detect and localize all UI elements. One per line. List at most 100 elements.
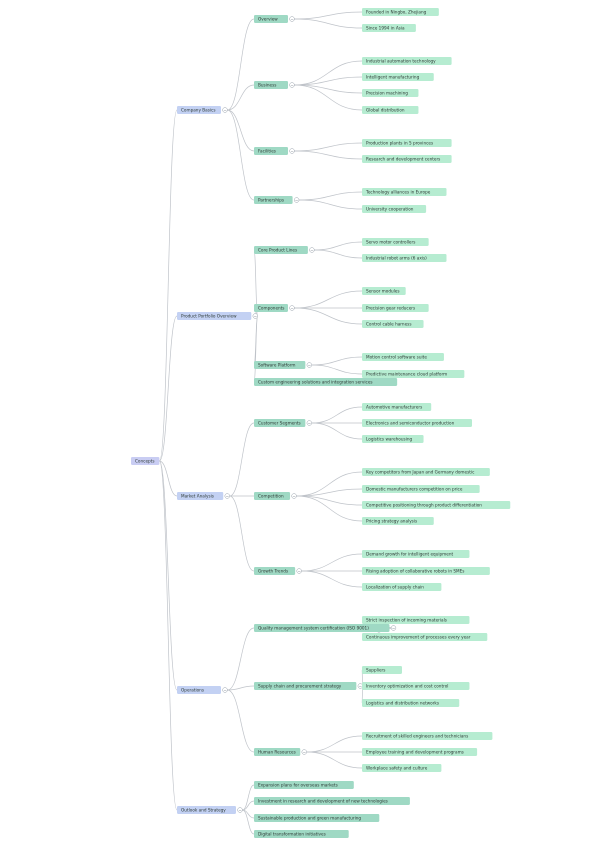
leaf-node-2-0-1-box: [362, 419, 472, 427]
leaf-node-0-2-1[interactable]: Research and development centers: [362, 155, 452, 163]
leaf-node-1-1-2[interactable]: Control cable harness: [362, 320, 424, 328]
topic-node-4-0[interactable]: Expansion plans for overseas markets: [254, 781, 354, 789]
leaf-node-2-1-3[interactable]: Pricing strategy analysis: [362, 517, 434, 525]
leaf-node-1-1-1[interactable]: Precision gear reducers: [362, 304, 429, 312]
topic-toggle-2-2[interactable]: −: [296, 568, 302, 574]
topic-node-0-3[interactable]: Partnerships: [254, 196, 293, 204]
leaf-node-0-0-1[interactable]: Since 1994 in Asia: [362, 24, 416, 32]
topic-node-3-0[interactable]: Quality management system certification …: [254, 624, 390, 632]
leaf-node-0-3-1[interactable]: University cooperation: [362, 205, 427, 213]
leaf-node-3-2-2-label: Workplace safety and culture: [366, 766, 428, 771]
leaf-node-2-2-2[interactable]: Localization of supply chain: [362, 583, 442, 591]
topic-node-2-0[interactable]: Customer Segments: [254, 419, 306, 427]
topic-node-0-1[interactable]: Business: [254, 81, 288, 89]
leaf-node-1-0-1-label: Industrial robot arms (6 axis): [366, 256, 427, 261]
leaf-node-3-1-2[interactable]: Logistics and distribution networks: [362, 699, 460, 707]
leaf-node-0-1-3[interactable]: Global distribution: [362, 106, 419, 114]
leaf-node-0-1-0[interactable]: Industrial automation technology: [362, 57, 452, 65]
edge-branch-2-topic-0: [229, 422, 255, 497]
leaf-node-2-2-0[interactable]: Demand growth for intelligent equipment: [362, 550, 470, 558]
branch-toggle-3[interactable]: −: [222, 687, 228, 693]
edge-topic-0-1-leaf-2: [294, 84, 363, 94]
leaf-node-0-1-1[interactable]: Intelligent manufacturing: [362, 73, 434, 81]
leaf-node-2-0-0[interactable]: Automotive manufacturers: [362, 403, 432, 411]
root-node[interactable]: Concepts: [131, 457, 160, 465]
topic-node-1-0[interactable]: Core Product Lines: [254, 246, 308, 254]
branch-toggle-2[interactable]: −: [224, 493, 230, 499]
leaf-node-1-0-1[interactable]: Industrial robot arms (6 axis): [362, 254, 447, 262]
leaf-node-0-0-0[interactable]: Founded in Ningbo, Zhejiang: [362, 8, 439, 16]
topic-toggle-3-0[interactable]: −: [390, 625, 397, 631]
topic-toggle-2-1[interactable]: −: [291, 493, 297, 499]
topic-toggle-3-2[interactable]: −: [301, 749, 307, 755]
topic-node-3-1[interactable]: Supply chain and procurement strategy: [254, 682, 357, 690]
leaf-node-2-0-1[interactable]: Electronics and semiconductor production: [362, 419, 472, 427]
leaf-node-1-0-0[interactable]: Servo motor controllers: [362, 238, 429, 246]
edge-branch-1-topic-3: [253, 315, 259, 383]
branch-toggle-0[interactable]: −: [222, 107, 228, 113]
branch-node-4[interactable]: Outlook and Strategy: [177, 806, 236, 814]
branch-node-1[interactable]: Product Portfolio Overview: [177, 312, 252, 320]
topic-node-1-1[interactable]: Components: [254, 304, 288, 312]
topic-node-4-2[interactable]: Sustainable production and green manufac…: [254, 814, 380, 822]
edge-topic-0-1-leaf-0: [294, 60, 363, 86]
branch-node-4-box: [177, 806, 236, 814]
edge-topic-1-2-leaf-0: [311, 356, 363, 366]
branch-toggle-4[interactable]: −: [237, 807, 243, 813]
leaf-node-1-2-0[interactable]: Motion control software suite: [362, 353, 444, 361]
topic-node-2-2-label: Growth Trends: [258, 569, 288, 574]
topic-node-0-2-box: [254, 147, 288, 155]
edge-topic-2-1-leaf-3: [296, 495, 363, 522]
leaf-node-2-0-2[interactable]: Logistics warehousing: [362, 435, 424, 443]
topic-node-2-2[interactable]: Growth Trends: [254, 567, 296, 575]
topic-node-2-1[interactable]: Competition: [254, 492, 291, 500]
leaf-node-1-1-0[interactable]: Sensor modules: [362, 287, 406, 295]
collapse-icon: −: [308, 363, 311, 368]
topic-node-2-0-box: [254, 419, 306, 427]
topic-node-4-1-box: [254, 797, 410, 805]
topic-node-1-3[interactable]: Custom engineering solutions and integra…: [254, 378, 398, 386]
topic-toggle-1-0[interactable]: −: [309, 247, 315, 253]
leaf-node-3-0-0[interactable]: Strict inspection of incoming materials: [362, 616, 470, 624]
topic-node-1-2[interactable]: Software Platform: [254, 361, 306, 369]
topic-toggle-1-2[interactable]: −: [306, 362, 313, 368]
leaf-node-2-2-1[interactable]: Rising adoption of collaborative robots …: [362, 567, 490, 575]
topic-toggle-0-3[interactable]: −: [293, 197, 300, 203]
branch-node-0[interactable]: Company Basics: [177, 106, 221, 114]
leaf-node-3-2-2[interactable]: Workplace safety and culture: [362, 764, 442, 772]
leaf-node-3-0-1[interactable]: Continuous improvement of processes ever…: [362, 633, 488, 641]
topic-node-4-1-label: Investment in research and development o…: [258, 799, 388, 804]
edge-topic-1-0-leaf-0: [314, 241, 363, 251]
topic-node-4-1[interactable]: Investment in research and development o…: [254, 797, 410, 805]
topic-toggle-0-2[interactable]: −: [289, 148, 295, 154]
branch-node-3-label: Operations: [181, 688, 204, 693]
leaf-node-3-2-1[interactable]: Employee training and development progra…: [362, 748, 478, 756]
leaf-node-3-0-1-box: [362, 633, 488, 641]
topic-node-0-2[interactable]: Facilities: [254, 147, 288, 155]
leaf-node-0-3-0[interactable]: Technology alliances in Europe: [362, 188, 447, 196]
leaf-node-3-1-0[interactable]: Suppliers: [362, 666, 402, 674]
leaf-node-1-2-1[interactable]: Predictive maintenance cloud platform: [362, 370, 465, 378]
leaf-node-2-1-0[interactable]: Key competitors from Japan and Germany d…: [362, 468, 490, 476]
topic-toggle-0-0[interactable]: −: [289, 16, 295, 22]
leaf-node-2-1-1[interactable]: Domestic manufacturers competition on pr…: [362, 485, 480, 493]
topic-toggle-1-1[interactable]: −: [289, 305, 295, 311]
topic-node-3-2[interactable]: Human Resources: [254, 748, 301, 756]
edge-branch-3-topic-0: [227, 627, 255, 691]
topic-node-0-0[interactable]: Overview: [254, 15, 288, 23]
topic-node-4-3[interactable]: Digital transformation initiatives: [254, 830, 349, 838]
topic-toggle-2-0[interactable]: −: [306, 420, 313, 426]
topic-toggle-0-1[interactable]: −: [289, 82, 295, 88]
leaf-node-0-1-1-box: [362, 73, 434, 81]
leaf-node-2-1-2[interactable]: Competitive positioning through product …: [362, 501, 511, 509]
leaf-node-2-1-2-box: [362, 501, 511, 509]
branch-node-3[interactable]: Operations: [177, 686, 221, 694]
leaf-node-0-2-0[interactable]: Production plants in 5 provinces: [362, 139, 452, 147]
branch-toggle-1[interactable]: −: [252, 313, 258, 319]
branch-node-2[interactable]: Market Analysis: [177, 492, 224, 500]
edge-root-branch-3: [159, 460, 178, 691]
leaf-node-0-1-2[interactable]: Precision machining: [362, 89, 419, 97]
collapse-icon: −: [308, 421, 311, 426]
leaf-node-3-1-1[interactable]: Inventory optimization and cost control: [362, 682, 470, 690]
leaf-node-3-2-0[interactable]: Recruitment of skilled engineers and tec…: [362, 732, 493, 740]
